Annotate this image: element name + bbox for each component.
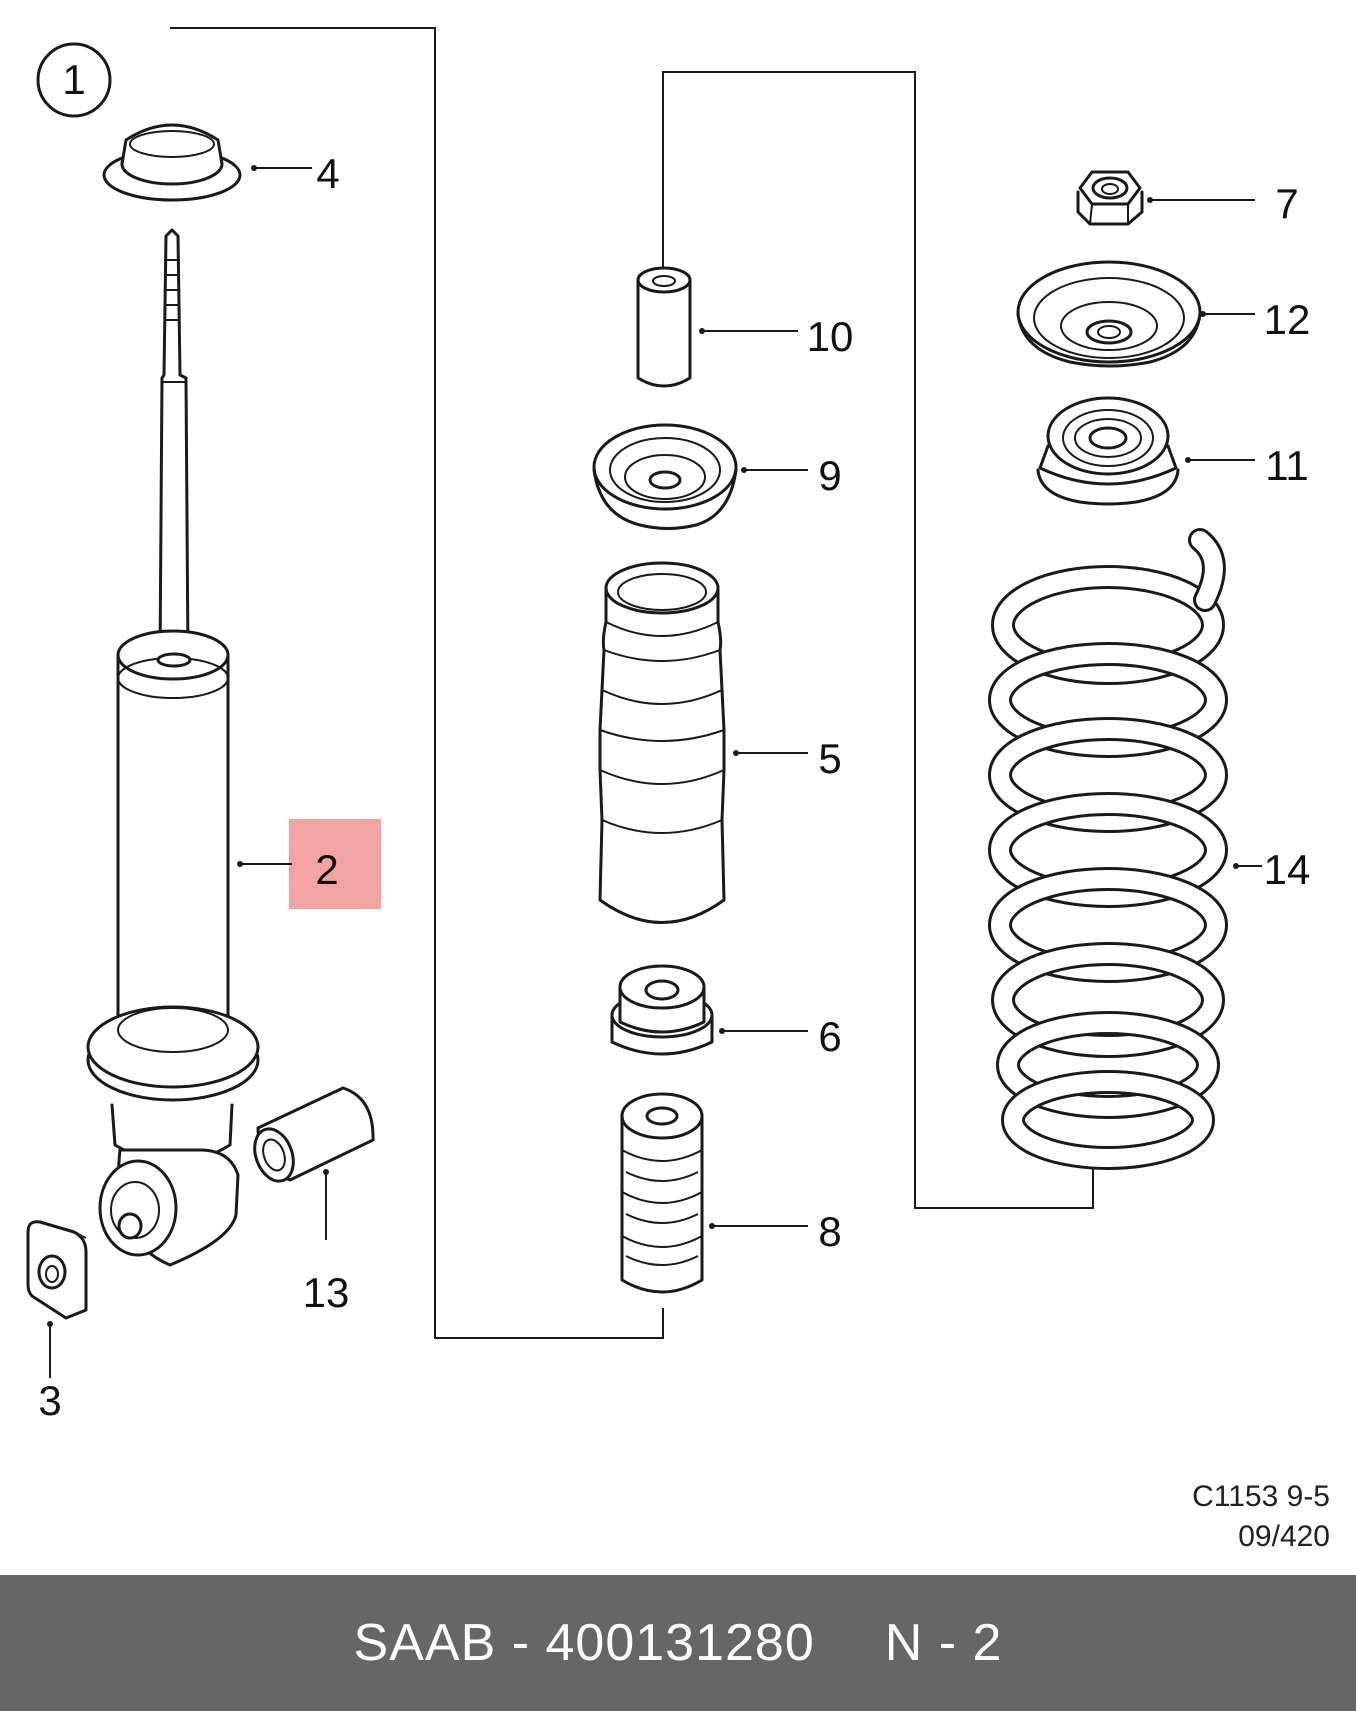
callout-4: 4 [316, 150, 339, 197]
callout-9: 9 [818, 452, 841, 499]
drawing-code: C1153 9-5 [1192, 1480, 1330, 1513]
group-number-circle [36, 42, 112, 118]
callout-2: 2 [315, 846, 338, 893]
part-10-spacer-tube[interactable] [636, 266, 692, 388]
part-3-washer-plate[interactable] [26, 1220, 88, 1320]
callout-8: 8 [818, 1208, 841, 1255]
sheet-reference: N - 2 [884, 1614, 1003, 1672]
drawing-revision: 09/420 [1238, 1520, 1330, 1553]
part-5-dust-boot[interactable] [598, 561, 726, 924]
group-bracket-left [170, 27, 664, 1339]
part-13-bushing-sleeve[interactable] [248, 1086, 375, 1187]
footer-bar: SAAB - 400131280 N - 2 [0, 1575, 1356, 1711]
callout-7: 7 [1275, 180, 1298, 227]
part-6-rubber-bushing[interactable] [610, 964, 714, 1056]
callout-1: 1 [62, 56, 85, 103]
callout-6: 6 [818, 1013, 841, 1060]
part-14-coil-spring[interactable] [988, 528, 1228, 1170]
part-7-lock-nut[interactable] [1076, 170, 1144, 226]
part-11-spring-mount[interactable] [1036, 396, 1180, 506]
callout-12: 12 [1264, 296, 1311, 343]
callout-10: 10 [807, 313, 854, 360]
callout-5: 5 [818, 735, 841, 782]
part-2-shock-absorber[interactable] [86, 228, 260, 1267]
callout-14: 14 [1264, 846, 1311, 893]
part-12-upper-mount[interactable] [1016, 260, 1202, 368]
callout-13: 13 [303, 1269, 350, 1316]
group-bracket-right [662, 71, 1094, 1209]
highlight-box-2 [289, 819, 381, 909]
part-9-bump-cup[interactable] [592, 423, 738, 530]
exploded-parts-diagram: 1 4 2 [26, 27, 1311, 1424]
callout-11: 11 [1265, 442, 1309, 489]
callout-3: 3 [38, 1377, 61, 1424]
part-reference: SAAB - 400131280 [353, 1614, 815, 1672]
part-8-bump-stop[interactable] [620, 1092, 704, 1294]
part-4-spring-seat[interactable] [102, 123, 242, 202]
